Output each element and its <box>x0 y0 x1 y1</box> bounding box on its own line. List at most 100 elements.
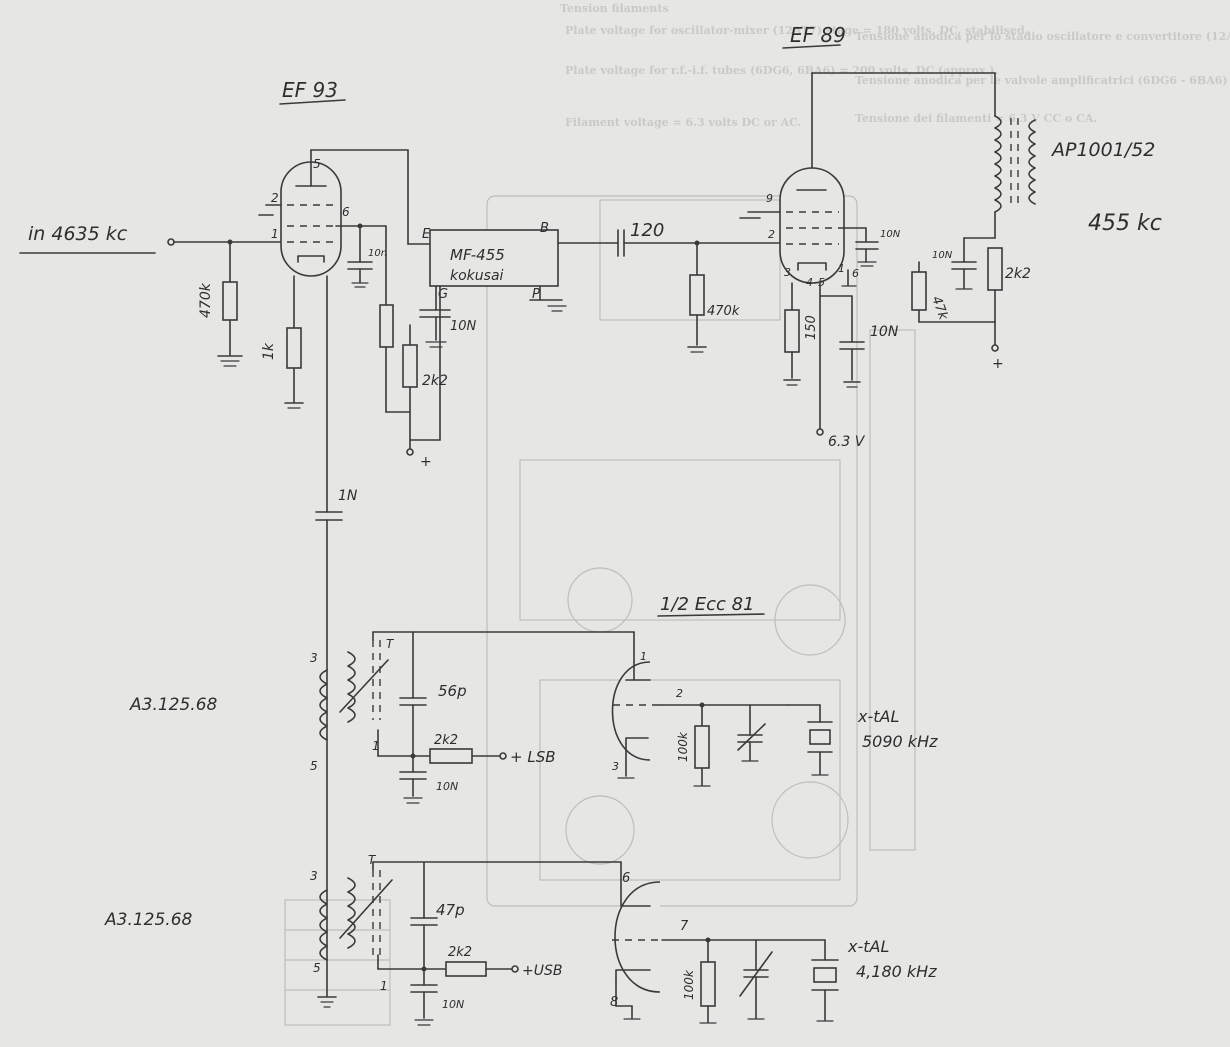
triode-1-envelope <box>611 661 651 761</box>
resistor-grid-if <box>689 274 705 316</box>
label-plus-1: + <box>420 454 432 470</box>
coil-usb: A3.125.68 3 T 5 1 <box>104 853 393 993</box>
label-output-freq: 455 kc <box>1088 211 1162 236</box>
label-c-filter-g: 10N <box>450 319 477 334</box>
filter-name: MF-455 <box>450 246 505 264</box>
usb-terminal <box>511 965 519 973</box>
heater-terminal <box>816 428 824 436</box>
label-r-cathode-if: 150 <box>804 315 819 340</box>
filter-pin-g: G <box>438 287 448 302</box>
label-c-cathode-if: 10N <box>870 324 899 340</box>
bg-line-4: Tensione anodica per lo stadio oscillato… <box>855 30 1230 43</box>
bg-socket-1 <box>567 567 633 633</box>
filter-pin-e: E <box>422 227 431 242</box>
ground-symbol <box>857 261 877 267</box>
ecc81-triode-2: 6 7 8 <box>610 871 689 1010</box>
label-plus-2: + <box>992 356 1004 372</box>
label-xtal2: x-tAL <box>847 937 889 956</box>
label-coil-lsb: A3.125.68 <box>129 695 218 715</box>
resistor-grid-in <box>222 281 238 321</box>
label-lsb: + LSB <box>510 748 556 766</box>
input-terminal <box>167 238 175 246</box>
tube-ef89: EF 89 9 2 3 4 5 6 1 <box>766 23 859 289</box>
label-c-coupling: 120 <box>630 220 664 241</box>
pin-ef89-6: 6 <box>852 267 859 280</box>
bg-line-6: Tensione dei filamenti = 6,3 V CC o CA. <box>855 112 1097 125</box>
filter-maker: kokusai <box>450 268 504 284</box>
lsb-terminal <box>499 752 507 760</box>
pin-coil2-3: 3 <box>310 869 318 883</box>
pin-ecc-1: 1 <box>640 650 647 663</box>
input-section: in 4635 kc 470k <box>19 223 297 367</box>
plus-terminal-2 <box>991 344 999 352</box>
ground-symbol <box>351 282 369 288</box>
pin-ef93-5: 5 <box>313 157 321 171</box>
bg-box-3 <box>539 679 841 881</box>
pin-ecc-2: 2 <box>676 687 683 700</box>
bg-socket-4 <box>565 795 635 865</box>
bg-box-2 <box>519 459 841 621</box>
label-r-anode-if: 2k2 <box>1005 266 1031 282</box>
label-ef93: EF 93 <box>282 78 338 102</box>
resistor-cathode-mixer <box>286 327 302 369</box>
triode-2-envelope <box>614 881 661 993</box>
filter-pin-b: B <box>540 221 549 236</box>
label-r-grid-osc2: 100k <box>682 969 696 1000</box>
label-r-screen-if: 47k <box>928 294 950 322</box>
crystal-4180: x-tAL 4,180 kHz <box>811 937 937 1022</box>
background-printing: Tension filaments Plate voltage for osci… <box>284 2 1230 1026</box>
label-c-tank-usb: 47p <box>436 901 465 919</box>
pin-ef89-5: 5 <box>818 276 825 289</box>
pin-ef93-6: 6 <box>342 205 350 219</box>
label-r-screen-mixer: 2k2 <box>422 373 448 389</box>
mf455-filter: MF-455 kokusai E B G P <box>422 221 559 302</box>
label-usb: +USB <box>522 963 562 979</box>
bg-chassis-outline <box>486 195 858 907</box>
label-xtal1-freq: 5090 kHz <box>862 732 938 751</box>
pin-coil2-t: T <box>368 853 377 867</box>
label-r-usb: 2k2 <box>448 945 472 960</box>
resistor-screen-mixer <box>379 304 394 348</box>
resistor-plus-mixer <box>402 344 418 388</box>
label-c-tank-lsb: 56p <box>438 682 467 700</box>
pin-coil2-5: 5 <box>313 961 321 975</box>
resistor-cathode-if <box>784 309 800 353</box>
label-heater: 6.3 V <box>828 434 866 450</box>
label-r-lsb: 2k2 <box>434 733 458 748</box>
pin-ef89-1: 1 <box>838 262 845 275</box>
pin-coil1-3: 3 <box>310 651 318 665</box>
label-xtal2-freq: 4,180 kHz <box>856 962 937 981</box>
resistor-screen-if <box>911 271 927 311</box>
coil-lsb: A3.125.68 3 T 5 1 <box>129 637 395 773</box>
bg-line-0: Tension filaments <box>560 2 669 15</box>
label-output-transformer: AP1001/52 <box>1050 139 1155 161</box>
bg-socket-2 <box>774 584 846 656</box>
bg-box-1 <box>599 199 781 321</box>
label-c-lsb-decouple: 10N <box>436 780 458 793</box>
label-r-cathode-mixer: 1k <box>261 342 277 360</box>
label-coil-usb: A3.125.68 <box>104 910 193 930</box>
label-r-grid-osc1: 100k <box>676 731 690 762</box>
label-r-grid-if: 470k <box>707 304 740 319</box>
label-xtal1: x-tAL <box>857 707 899 726</box>
ground-symbol <box>317 996 337 1008</box>
pin-ef93-1: 1 <box>271 227 279 241</box>
resistor-anode-if <box>987 247 1003 291</box>
label-ecc81: 1/2 Ecc 81 <box>660 594 754 615</box>
pin-coil1-5: 5 <box>310 759 318 773</box>
ground-symbol <box>425 341 447 348</box>
ground-symbol <box>783 379 801 386</box>
input-label: in 4635 kc <box>28 223 128 245</box>
resistor-usb <box>445 961 487 977</box>
ground-symbol <box>403 797 423 804</box>
ground-symbol <box>217 355 243 367</box>
plus-terminal-1 <box>406 448 414 456</box>
resistor-grid-osc2 <box>700 961 716 1007</box>
ground-symbol <box>843 381 861 388</box>
pin-ecc-6: 6 <box>622 871 630 886</box>
pin-ef89-9: 9 <box>766 192 773 205</box>
ecc81-triode-1: 1 2 3 <box>611 650 683 773</box>
tube-ef93: EF 93 5 2 1 6 <box>258 78 350 277</box>
